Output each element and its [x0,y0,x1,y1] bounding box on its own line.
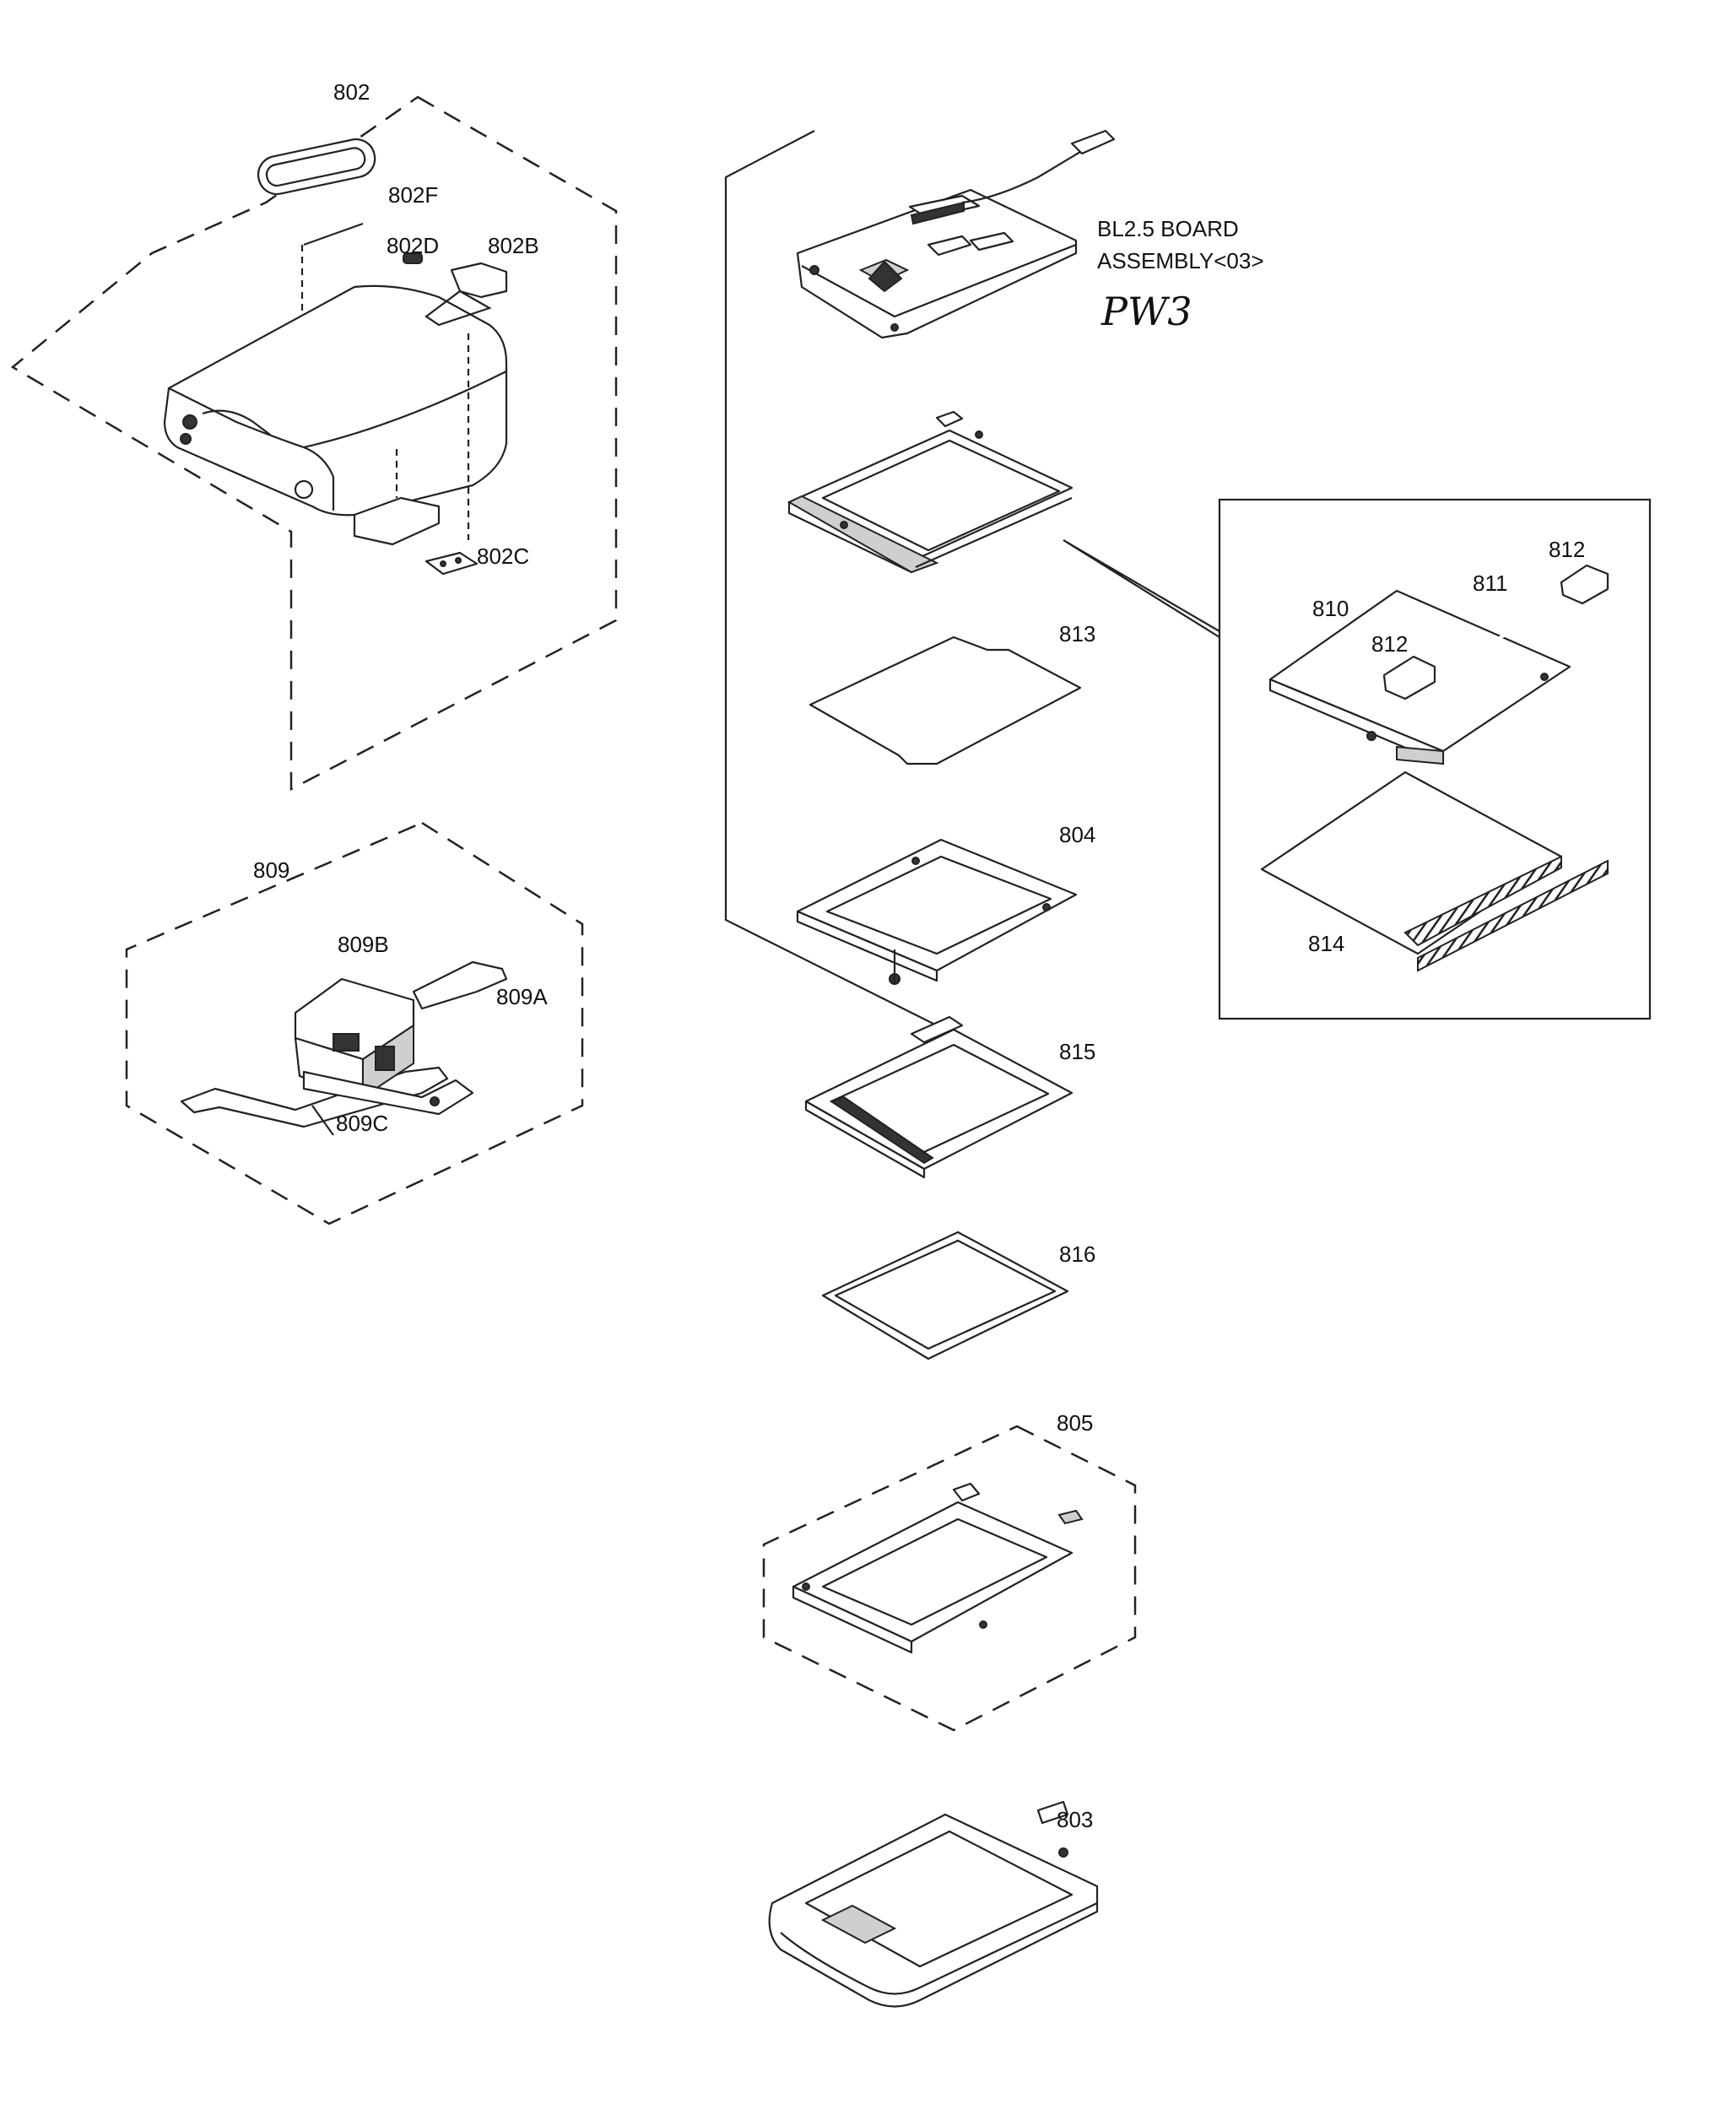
group-805 [762,1425,1137,1732]
detail-box [1218,498,1652,1020]
part-bl-board-connector [1070,129,1116,155]
assembly-bracket-line [724,130,955,1035]
group-802-boundary [10,95,618,792]
label-813: 813 [1059,621,1095,646]
bl-board-assembly [724,129,1116,1035]
label-802F: 802F [388,182,438,208]
part-backlight-frame [787,410,1074,574]
part-816-sheet [821,1230,1069,1360]
group-802 [10,95,618,792]
label-bl-board-line1: BL2.5 BOARD [1097,216,1239,241]
label-bl-board-line2: ASSEMBLY<03> [1097,248,1264,273]
detail-box-border [1218,498,1652,1020]
label-809B: 809B [338,932,389,957]
label-810: 810 [1312,596,1349,621]
label-805: 805 [1057,1410,1093,1436]
label-809A: 809A [496,984,548,1009]
label-811: 811 [1473,571,1507,596]
part-802-housing [163,284,508,517]
group-809 [125,821,584,1225]
part-803-bezel [768,1800,1099,2008]
label-812-top: 812 [1549,537,1585,562]
labels: 802 802F 802D 802B 802C 809 809B 809A 80… [253,79,1585,1832]
label-812-mid: 812 [1371,631,1408,657]
label-803: 803 [1057,1807,1093,1832]
part-814-sheet [1260,771,1563,955]
handwritten-note: PW3 [1101,289,1192,334]
part-815-lcd-panel [804,1015,1074,1179]
label-816: 816 [1059,1241,1095,1267]
label-809: 809 [253,857,289,883]
label-802B: 802B [488,233,539,258]
part-812-connector-top [1560,564,1609,605]
part-812-connector-mid [1382,655,1436,700]
label-802: 802 [333,79,370,105]
label-802D: 802D [387,233,439,258]
part-813-sheet [809,636,1082,765]
part-804-frame [796,838,1078,985]
group-805-boundary [762,1425,1137,1732]
label-802C: 802C [477,544,529,569]
part-802C-plate [425,551,479,576]
label-815: 815 [1059,1039,1095,1064]
group-809-boundary [125,821,584,1225]
part-802-block [353,496,441,546]
detail-callout-line [1063,539,1220,638]
label-804: 804 [1059,822,1095,847]
label-809C: 809C [336,1111,388,1136]
label-814: 814 [1308,931,1344,956]
part-802D-spring [403,252,423,264]
